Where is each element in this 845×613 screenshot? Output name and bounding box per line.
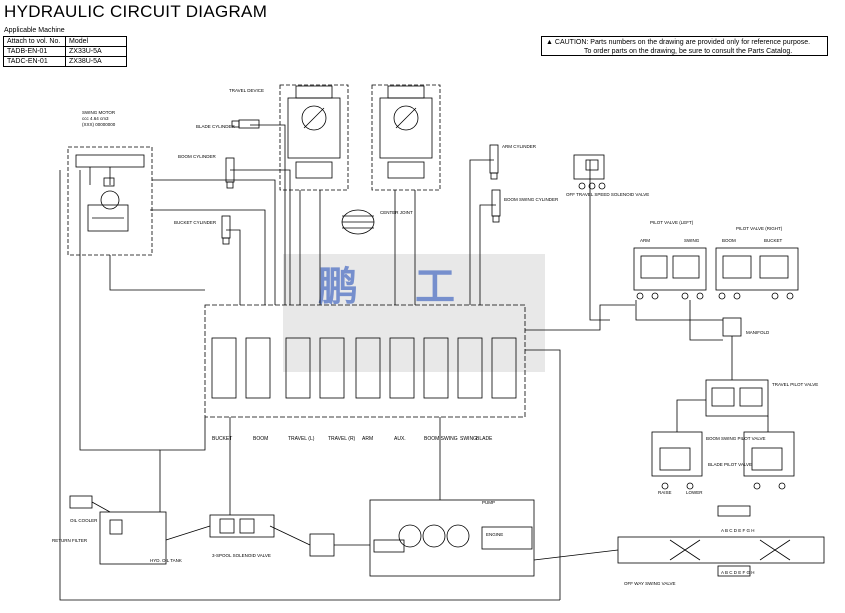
svg-text:BUCKET: BUCKET (764, 238, 783, 243)
oil-cooler (69, 495, 93, 509)
pump (369, 499, 535, 577)
svg-text:BOOM: BOOM (722, 238, 736, 243)
travel-device-left (279, 84, 349, 191)
blade-cylinder (231, 119, 260, 129)
svg-text:ccc 4.64 cm3: ccc 4.64 cm3 (82, 116, 109, 121)
blade-pilot-valve (743, 431, 795, 490)
oil-cooler-label: OIL COOLER (70, 518, 98, 523)
attach-table: Attach to vol. No. Model TADB-EN-01 ZX33… (3, 36, 127, 67)
attach-cell: ZX38U-5A (65, 56, 127, 67)
travel-device-right (371, 84, 441, 191)
svg-text:LOWER: LOWER (686, 490, 703, 495)
travel-device-label: TRAVEL DEVICE (229, 88, 264, 93)
solenoid-valve (209, 514, 275, 538)
bucket-cylinder-label: BUCKET CYLINDER (174, 220, 217, 225)
arm-cylinder-label: ARM CYLINDER (502, 144, 537, 149)
spool-labels: BUCKET BOOM TRAVEL (L) TRAVEL (R) ARM AU… (212, 436, 493, 442)
spool-label: TRAVEL (L) (288, 436, 315, 442)
caution-box: ▲ CAUTION: Parts numbers on the drawing … (541, 36, 828, 56)
hyd-oil-tank (99, 511, 167, 565)
manifold-label: MANIFOLD (746, 330, 770, 335)
blade-label: BLADE (476, 436, 493, 442)
connector-top-row: A B C D E F G H (721, 528, 755, 533)
pilot-valve-right (715, 247, 799, 300)
warning-icon: ▲ (546, 39, 553, 46)
pilot-valve-right-label: PILOT VALVE (RIGHT) (736, 226, 783, 231)
caution-line1: CAUTION: Parts numbers on the drawing ar… (554, 39, 811, 46)
swing-motor (67, 146, 153, 256)
watermark-logo: 鹏 (318, 265, 358, 309)
svg-text:RAISE: RAISE (658, 490, 672, 495)
boom-swing-cylinder (491, 189, 501, 223)
svg-text:SWING: SWING (684, 238, 700, 243)
travel-pilot-valve-label: TRAVEL PILOT VALVE (772, 382, 818, 387)
spool-label: BOOM SWING (424, 436, 458, 442)
connector-strip (617, 505, 825, 577)
boom-swing-pilot-label: BOOM SWING PILOT VALVE (706, 436, 766, 441)
travel-pilot-valve (705, 379, 769, 417)
blade-pilot-label: BLADE PILOT VALVE (708, 462, 752, 467)
boom-swing-pilot-valve (651, 431, 703, 490)
page-title: HYDRAULIC CIRCUIT DIAGRAM (4, 2, 268, 21)
bucket-cylinder (221, 215, 231, 245)
spool-label: BOOM (253, 436, 268, 442)
center-joint-label: CENTER JOINT (380, 210, 413, 215)
boom-swing-cylinder-label: BOOM SWING CYLINDER (504, 197, 559, 202)
connector-caption: OFF WAY SWING VALVE (624, 581, 676, 586)
hyd-oil-tank-label: HYD. OIL TANK (150, 558, 182, 563)
caution-line2: To order parts on the drawing, be sure t… (584, 48, 793, 55)
engine-box (481, 526, 533, 550)
pilot-valve-left (633, 247, 707, 300)
pilot-valve-left-label: PILOT VALVE (LEFT) (650, 220, 694, 225)
pump-label: PUMP (482, 500, 495, 505)
return-filter-label: RETURN FILTER (52, 538, 88, 543)
off-travel-solenoid-label: OFF TRAVEL SPEED SOLENOID VALVE (566, 192, 649, 197)
applicable-machine-label: Applicable Machine (4, 27, 65, 34)
off-travel-solenoid-valve (573, 154, 606, 190)
swing-motor-label: SWING MOTOR (82, 110, 116, 115)
control-valve (204, 304, 526, 418)
spool-label: BUCKET (212, 436, 232, 442)
table-row: TADC-EN-01 ZX38U-5A (3, 56, 127, 67)
solenoid-valve-label: 3-SPOOL SOLENOID VALVE (212, 553, 271, 558)
boom-cylinder-label: BOOM CYLINDER (178, 154, 217, 159)
svg-text:(XXX) 00000000: (XXX) 00000000 (82, 122, 116, 127)
spool-label: ARM (362, 436, 373, 442)
spool-label: TRAVEL (R) (328, 436, 356, 442)
connector-bottom-row: A B C D E F G H (721, 570, 755, 575)
arm-cylinder (489, 144, 499, 180)
svg-text:ARM: ARM (640, 238, 650, 243)
return-filter (109, 519, 123, 535)
spool-label: SWING (460, 436, 477, 442)
manifold (722, 317, 742, 337)
engine-label: ENGINE (486, 532, 503, 537)
spool-label: AUX. (394, 436, 406, 442)
blade-cylinder-label: BLADE CYLINDER (196, 124, 236, 129)
boom-cylinder (225, 157, 235, 189)
watermark-logo-2: 工 (415, 265, 455, 309)
pilot-filter (309, 533, 335, 557)
